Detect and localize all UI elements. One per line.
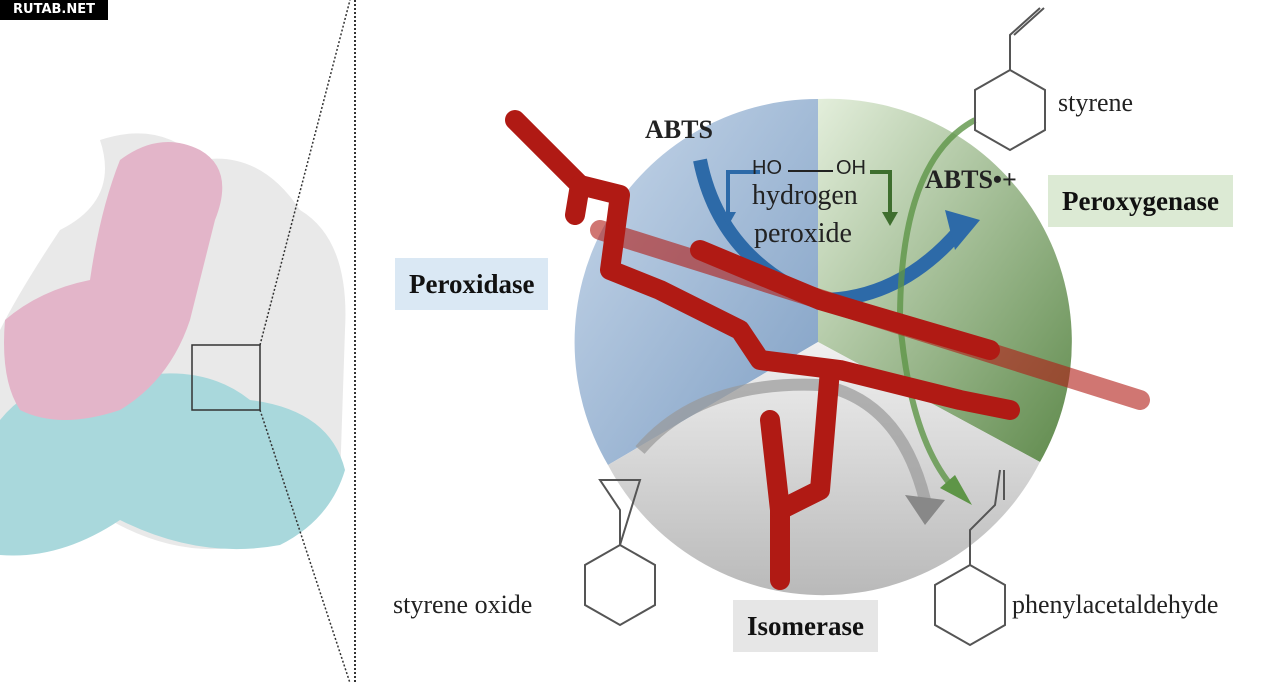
abts-label: ABTS <box>645 115 713 144</box>
hydrogen-label: hydrogen <box>752 180 858 211</box>
protein-surface <box>0 0 356 683</box>
styrene-ring-icon <box>974 68 1046 152</box>
oo-bond <box>788 170 833 172</box>
phenylacetaldehyde-ring-icon <box>934 563 1006 647</box>
abts-radical-label: ABTS•+ <box>925 165 1017 194</box>
peroxygenase-label: Peroxygenase <box>1048 175 1233 227</box>
styrene-label: styrene <box>1058 88 1134 117</box>
peroxidase-label: Peroxidase <box>395 258 549 310</box>
oh-label: OH <box>836 157 866 179</box>
arrow-head-icon <box>945 210 980 250</box>
phenylacetaldehyde-label: phenylacetaldehyde <box>1012 590 1219 619</box>
ho-label: HO <box>752 157 782 179</box>
styrene-oxide-label: styrene oxide <box>393 590 533 619</box>
styrene-oxide-ring-icon <box>584 543 656 627</box>
heme-molecule <box>505 110 1150 590</box>
peroxidase-sector <box>574 98 818 465</box>
isomerase-label: Isomerase <box>733 600 878 652</box>
peroxide-label: peroxide <box>754 218 852 249</box>
watermark-logo: RUTAB.NET <box>0 0 108 20</box>
